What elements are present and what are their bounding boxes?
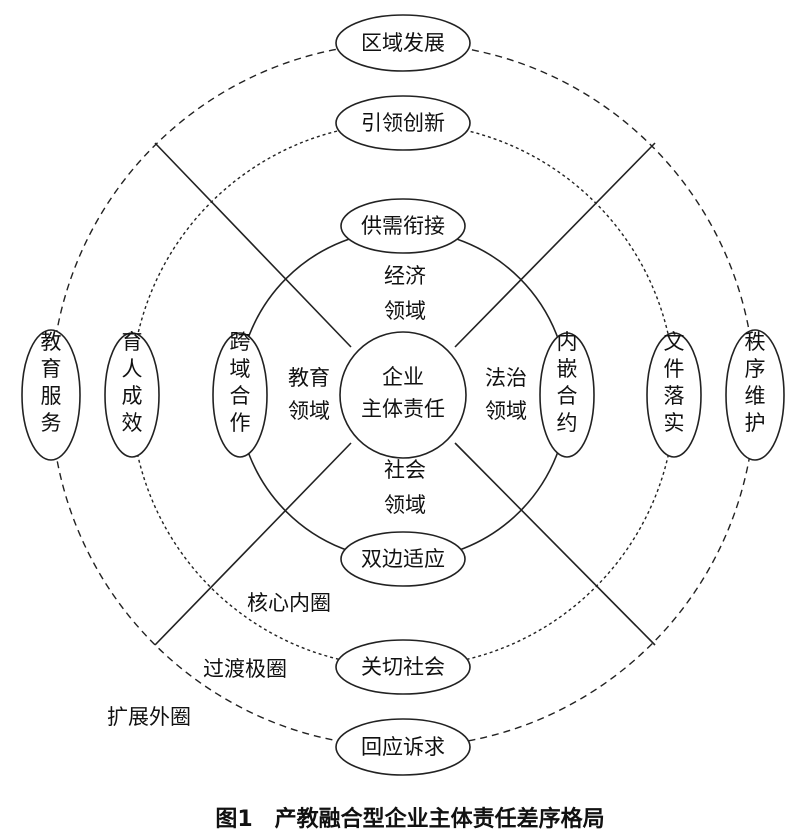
inner-ring-label: 核心内圈 bbox=[247, 591, 331, 615]
inner-node-bottom: 双边适应 bbox=[340, 531, 466, 587]
middle-node-left: 育人成效 bbox=[104, 330, 160, 458]
domain-law-line2: 领域 bbox=[485, 399, 527, 423]
divider-line-sw bbox=[154, 442, 352, 646]
divider-line-ne bbox=[454, 142, 656, 348]
domain-economic-line2: 领域 bbox=[384, 299, 426, 323]
inner-node-bottom-label: 双边适应 bbox=[361, 547, 445, 571]
domain-law-line1: 法治 bbox=[485, 366, 527, 390]
outer-node-bottom: 回应诉求 bbox=[335, 718, 471, 776]
middle-node-right: 文件落实 bbox=[646, 330, 702, 458]
center-label-line1: 企业 bbox=[382, 365, 424, 389]
outer-node-left-label: 教育服务 bbox=[41, 330, 62, 435]
middle-ring-label: 过渡极圈 bbox=[203, 657, 287, 681]
domain-social-line1: 社会 bbox=[384, 458, 426, 482]
inner-node-left-label: 跨域合作 bbox=[230, 330, 251, 435]
inner-node-top: 供需衔接 bbox=[340, 198, 466, 254]
center-label-line2: 主体责任 bbox=[361, 397, 445, 421]
outer-node-top-label: 区域发展 bbox=[361, 31, 445, 55]
inner-node-top-label: 供需衔接 bbox=[361, 214, 445, 238]
figure-caption: 图1 产教融合型企业主体责任差序格局 bbox=[215, 806, 604, 832]
center-circle bbox=[339, 331, 467, 459]
middle-node-top-label: 引领创新 bbox=[361, 111, 445, 135]
domain-economic-line1: 经济 bbox=[384, 264, 426, 288]
inner-node-left: 跨域合作 bbox=[212, 330, 268, 458]
middle-node-top: 引领创新 bbox=[335, 95, 471, 151]
divider-line-nw bbox=[154, 142, 352, 348]
middle-node-left-label: 育人成效 bbox=[122, 330, 143, 435]
outer-node-right-label: 秩序维护 bbox=[745, 330, 766, 435]
inner-node-right-label: 内嵌合约 bbox=[557, 330, 578, 435]
outer-ring-label: 扩展外圈 bbox=[107, 705, 191, 729]
middle-node-bottom: 关切社会 bbox=[335, 639, 471, 695]
domain-social-line2: 领域 bbox=[384, 493, 426, 517]
divider-line-se bbox=[454, 442, 656, 646]
domain-education-line2: 领域 bbox=[288, 399, 330, 423]
middle-node-right-label: 文件落实 bbox=[664, 330, 685, 435]
outer-node-bottom-label: 回应诉求 bbox=[361, 735, 445, 759]
inner-node-right: 内嵌合约 bbox=[539, 330, 595, 458]
outer-node-left: 教育服务 bbox=[21, 329, 81, 461]
outer-node-top: 区域发展 bbox=[335, 14, 471, 72]
outer-node-right: 秩序维护 bbox=[725, 329, 785, 461]
domain-education-line1: 教育 bbox=[288, 366, 330, 390]
middle-node-bottom-label: 关切社会 bbox=[361, 655, 445, 679]
